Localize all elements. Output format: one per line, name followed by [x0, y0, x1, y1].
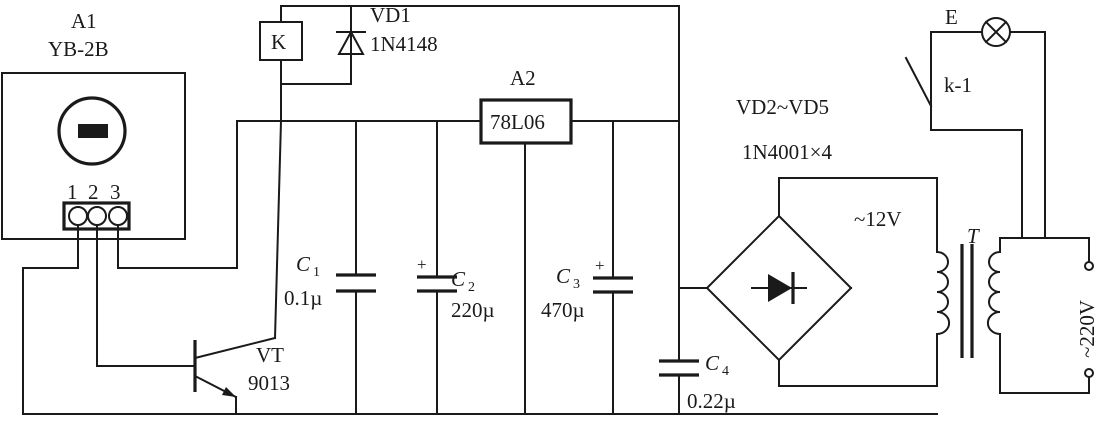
transformer-ref: T: [967, 224, 980, 248]
lamp-ref: E: [945, 5, 958, 29]
regulator-part: 78L06: [490, 110, 545, 134]
sensor-wiring: [22, 120, 481, 415]
sensor-pin2: [87, 206, 107, 226]
sensor-window: [57, 96, 127, 166]
regulator-ref: A2: [510, 66, 536, 90]
transistor-vt: VT 9013: [193, 336, 290, 415]
sensor-pin3: [108, 206, 128, 226]
sensor-pin3-label: 3: [110, 180, 121, 204]
capacitor-c4: C 4 0.22µ: [659, 120, 736, 415]
bridge-ref: VD2~VD5: [736, 95, 829, 119]
c3-sub: 3: [573, 277, 580, 292]
c4-sub: 4: [722, 364, 729, 379]
transformer-secondary-voltage: ~12V: [854, 207, 902, 231]
diode-vd1: VD1 1N4148: [336, 3, 438, 56]
sensor-pin1-label: 1: [67, 180, 78, 204]
vd1-part: 1N4148: [370, 32, 438, 56]
regulator: A2 78L06: [479, 66, 680, 415]
c4-value: 0.22µ: [687, 389, 736, 413]
c3-name: C: [556, 264, 571, 288]
c4-name: C: [705, 351, 720, 375]
relay-wiring: [273, 5, 680, 340]
c3-value: 470µ: [541, 298, 585, 322]
primary-coil: [986, 250, 1002, 336]
vt-ref: VT: [256, 343, 284, 367]
mains-terminal-bottom: [1084, 368, 1094, 378]
relay-contact: [904, 56, 933, 108]
sensor-ref: A1: [71, 9, 97, 33]
bridge-part: 1N4001×4: [742, 140, 833, 164]
transformer: ~12V T ~220V: [854, 207, 1099, 394]
c2-value: 220µ: [451, 298, 495, 322]
relay-coil: K: [259, 21, 303, 61]
mains-voltage: ~220V: [1075, 300, 1099, 358]
capacitor-c3: + C 3 470µ: [541, 120, 633, 415]
capacitor-c2: + C 2 220µ: [417, 120, 495, 415]
capacitor-c1: C 1 0.1µ: [284, 120, 376, 415]
sensor-module: A1 YB-2B 1 2 3: [1, 9, 186, 240]
sensor-element: [78, 124, 108, 138]
relay-coil-label: K: [271, 30, 286, 54]
vd1-ref: VD1: [370, 3, 411, 27]
sensor-part: YB-2B: [48, 37, 109, 61]
c1-value: 0.1µ: [284, 286, 322, 310]
relay-contact-label: k-1: [944, 73, 972, 97]
sensor-pin2-label: 2: [88, 180, 99, 204]
lamp-circuit: E k-1: [904, 5, 1046, 239]
c1-sub: 1: [313, 265, 320, 280]
vt-part: 9013: [248, 371, 290, 395]
mains-terminal-top: [1084, 261, 1094, 271]
c2-name: C: [451, 267, 466, 291]
sensor-pin1: [68, 206, 88, 226]
c1-name: C: [296, 252, 311, 276]
sensor-body: [1, 72, 186, 240]
c2-sub: 2: [468, 280, 475, 295]
bridge-rectifier: VD2~VD5 1N4001×4: [678, 95, 938, 387]
secondary-coil: [935, 250, 951, 336]
c3-plus: +: [595, 256, 605, 275]
c2-plus: +: [417, 255, 427, 274]
